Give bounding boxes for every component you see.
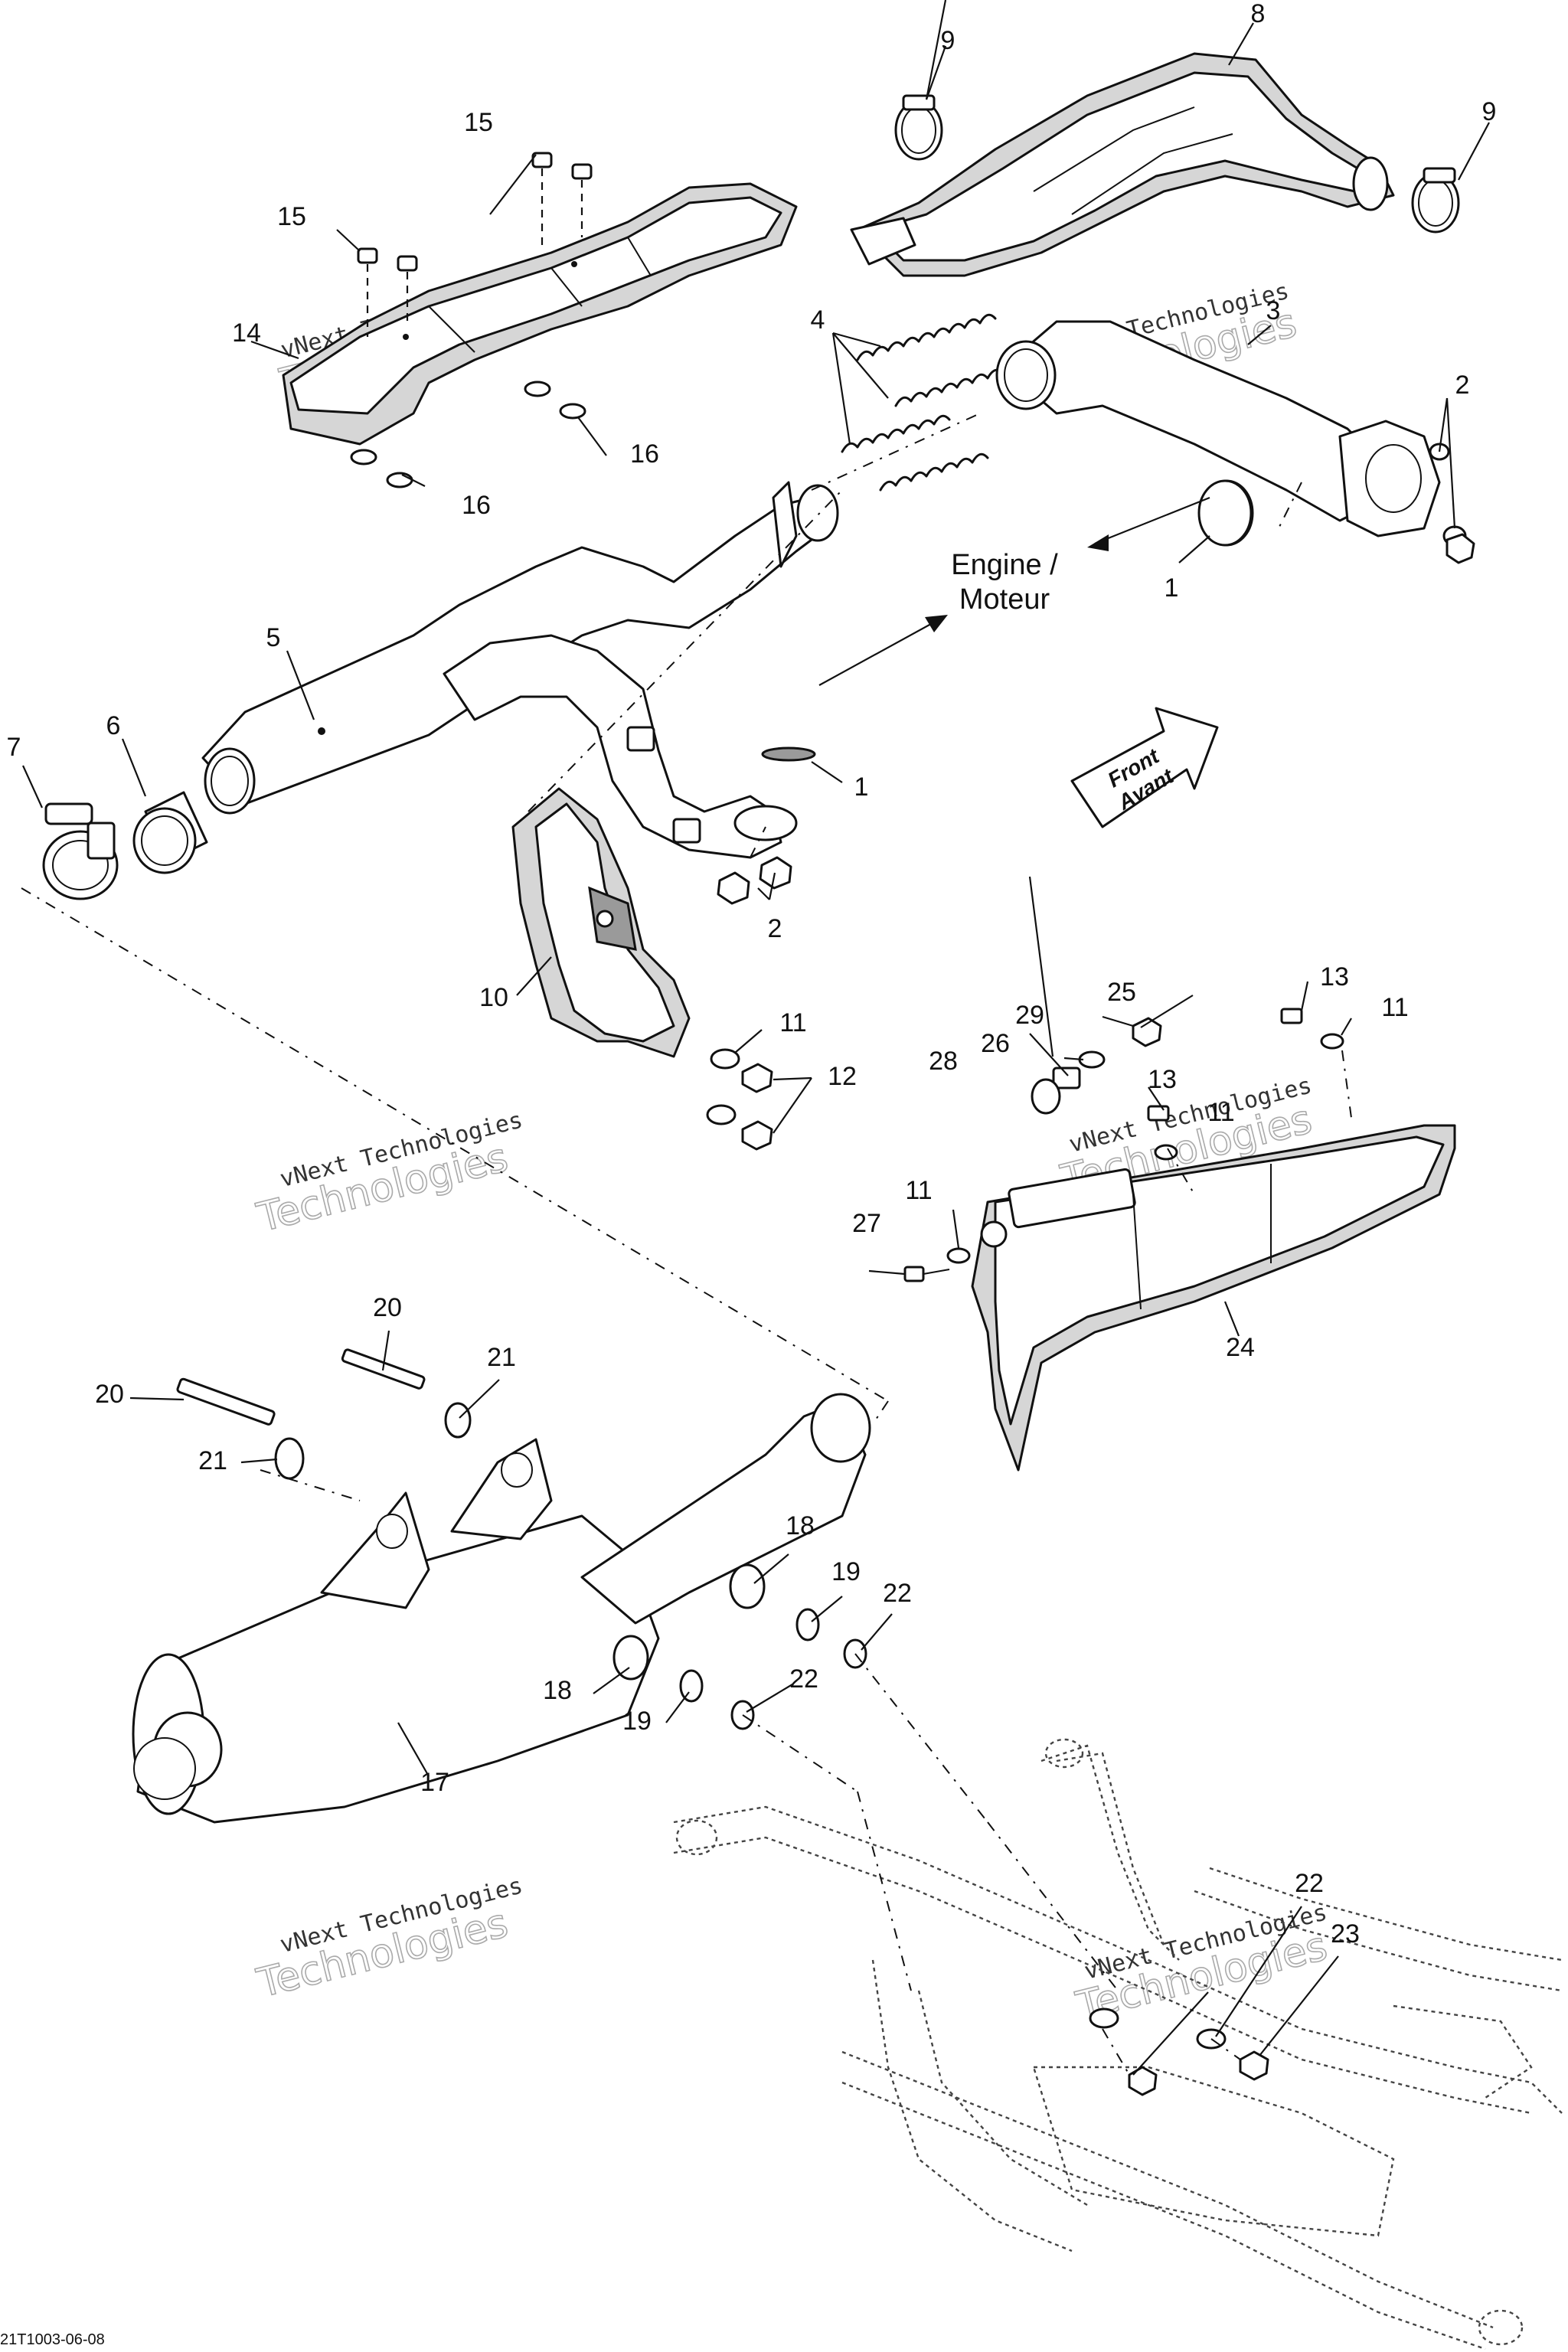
hose-clamps bbox=[894, 94, 1460, 234]
callout-12: 12 bbox=[828, 1062, 857, 1091]
side-shield-fasteners bbox=[706, 1008, 1344, 1282]
callout-1-lower: 1 bbox=[854, 773, 869, 802]
callout-leaders bbox=[21, 0, 1490, 2076]
callout-22-b: 22 bbox=[789, 1664, 818, 1694]
callout-13-lower: 13 bbox=[1148, 1065, 1177, 1094]
engine-label-line2: Moteur bbox=[959, 583, 1050, 616]
callout-29: 29 bbox=[1015, 1001, 1044, 1030]
callout-14: 14 bbox=[232, 318, 261, 348]
callout-11-a: 11 bbox=[779, 1008, 806, 1037]
frame-mount-hardware bbox=[1089, 2007, 1269, 2096]
callout-11-d: 11 bbox=[905, 1176, 932, 1205]
callout-19-b: 19 bbox=[622, 1707, 652, 1736]
front-direction-arrow: Front Avant bbox=[1070, 707, 1219, 828]
callout-22-c: 22 bbox=[1295, 1869, 1324, 1898]
callout-21-a: 21 bbox=[487, 1343, 516, 1372]
callout-18-a: 18 bbox=[786, 1511, 815, 1540]
callout-19-a: 19 bbox=[831, 1557, 861, 1586]
callout-6: 6 bbox=[106, 711, 121, 740]
callout-20-b: 20 bbox=[95, 1380, 124, 1409]
callout-27: 27 bbox=[852, 1209, 881, 1238]
callout-7: 7 bbox=[7, 733, 21, 762]
callout-11-c: 11 bbox=[1207, 1098, 1234, 1127]
engine-arrow-shaft bbox=[818, 619, 939, 686]
callout-10: 10 bbox=[479, 983, 508, 1012]
assembly-lines bbox=[21, 413, 1352, 2076]
callout-numbers: 9 9 8 3 2 4 1 1 2 5 6 7 10 11 12 11 13 1… bbox=[7, 0, 1497, 1949]
callout-15-a: 15 bbox=[464, 108, 493, 137]
callout-17: 17 bbox=[420, 1768, 449, 1797]
engine-arrow-head bbox=[925, 615, 948, 632]
springs bbox=[841, 313, 1004, 492]
callout-4: 4 bbox=[811, 305, 825, 335]
side-heat-shield bbox=[971, 1124, 1456, 1472]
callout-22-a: 22 bbox=[883, 1579, 912, 1608]
callout-9-left: 9 bbox=[941, 26, 956, 55]
callout-2-lower: 2 bbox=[768, 914, 782, 943]
engine-label: Engine / Moteur bbox=[951, 549, 1058, 616]
callout-5: 5 bbox=[266, 623, 281, 652]
callout-3: 3 bbox=[1266, 296, 1281, 325]
callout-24: 24 bbox=[1226, 1333, 1255, 1362]
engine-label-line1: Engine / bbox=[951, 549, 1058, 581]
exhaust-pipe bbox=[201, 481, 839, 859]
callout-16-b: 16 bbox=[630, 439, 659, 469]
heat-shield-pipe bbox=[850, 52, 1395, 277]
sleeve-and-clamp bbox=[42, 791, 208, 900]
callout-2-upper: 2 bbox=[1455, 371, 1470, 400]
callout-11-b: 11 bbox=[1381, 993, 1408, 1022]
callout-26: 26 bbox=[981, 1029, 1010, 1058]
callout-20-a: 20 bbox=[373, 1293, 402, 1322]
callout-16-a: 16 bbox=[462, 491, 491, 520]
callout-13-upper: 13 bbox=[1320, 962, 1349, 991]
callout-21-b: 21 bbox=[198, 1446, 227, 1475]
muffler bbox=[132, 1393, 871, 1824]
vehicle-frame bbox=[673, 1738, 1563, 2350]
callout-8: 8 bbox=[1251, 0, 1266, 28]
callout-18-b: 18 bbox=[543, 1676, 572, 1705]
callout-28: 28 bbox=[929, 1047, 958, 1076]
gaskets-and-nuts bbox=[717, 479, 1475, 905]
callout-23: 23 bbox=[1331, 1919, 1360, 1949]
watermark: Technologies vNext Technologies bbox=[252, 1872, 525, 2007]
watermark: Technologies vNext Technologies bbox=[252, 1106, 525, 1242]
gasket-engine-arrow-head bbox=[1087, 534, 1109, 551]
callout-9-right: 9 bbox=[1482, 97, 1497, 126]
gasket-engine-arrow bbox=[1094, 496, 1210, 545]
lower-heat-shield bbox=[511, 787, 691, 1058]
callout-1-upper: 1 bbox=[1165, 573, 1179, 603]
callout-25: 25 bbox=[1107, 978, 1136, 1007]
callout-15-b: 15 bbox=[277, 202, 306, 231]
drawing-reference-code: 21T1003-06-08 bbox=[0, 2331, 105, 2348]
heat-shield-upper bbox=[282, 182, 798, 446]
